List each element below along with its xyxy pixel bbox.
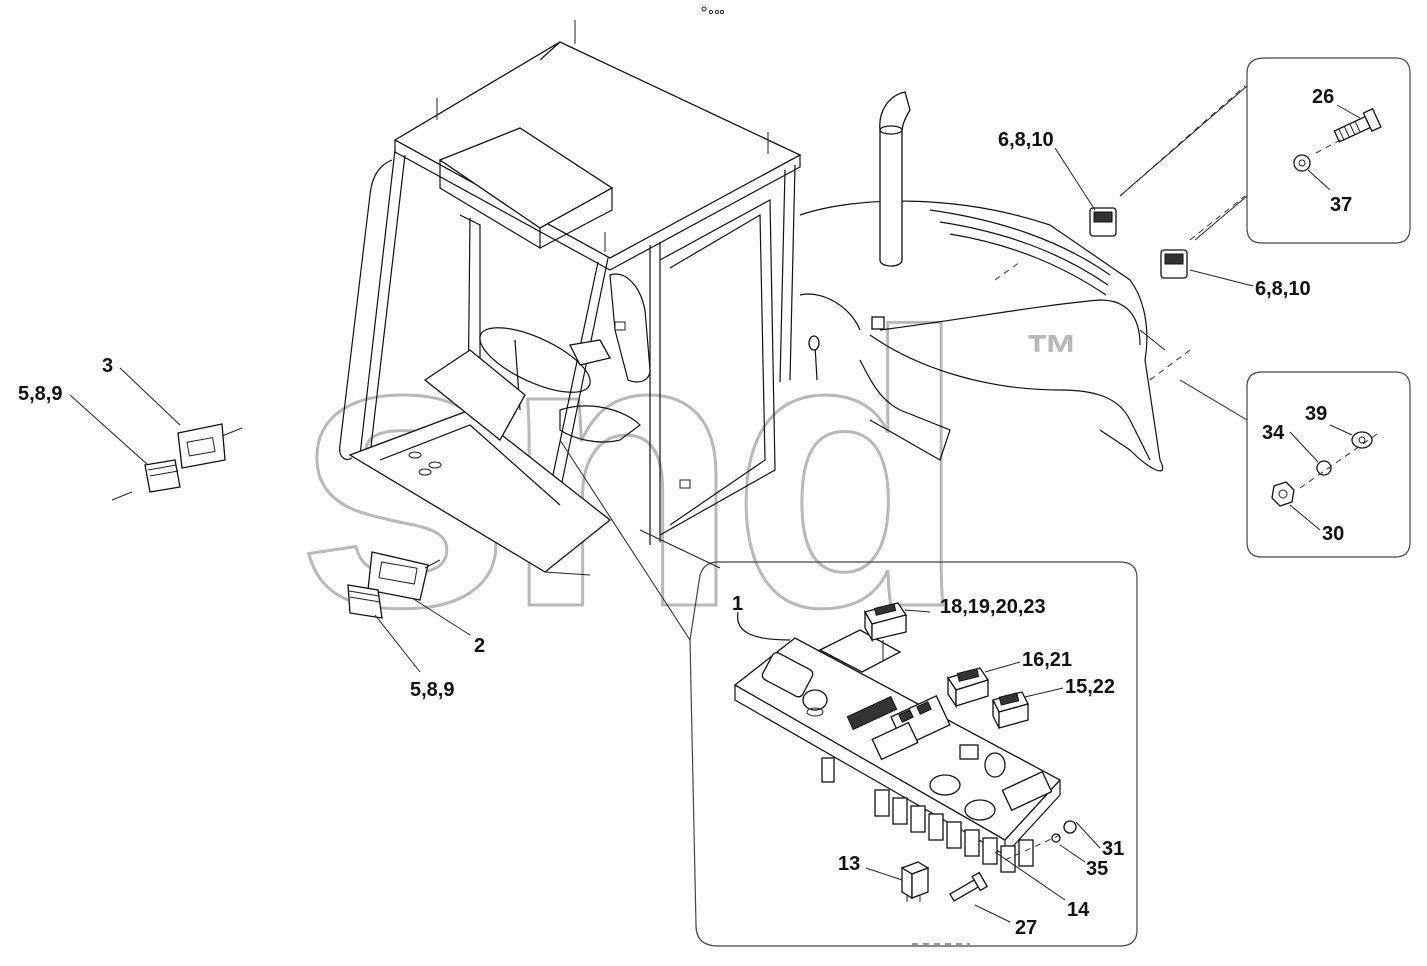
leader-lines <box>69 147 1254 673</box>
top-marks <box>701 6 725 15</box>
switch-16-21 <box>946 667 990 709</box>
label-14: 14 <box>1067 899 1090 921</box>
watermark-tm: ™ <box>1025 324 1079 384</box>
label-34: 34 <box>1262 422 1285 444</box>
label-37: 37 <box>1330 194 1352 216</box>
label-6-8-10-right: 6,8,10 <box>1255 278 1311 300</box>
label-2: 2 <box>474 635 485 657</box>
label-30: 30 <box>1322 523 1344 545</box>
label-35: 35 <box>1086 858 1108 880</box>
switch-18-19-20-23 <box>864 602 908 660</box>
screw-27 <box>949 871 989 902</box>
label-39: 39 <box>1305 403 1327 425</box>
relay-13 <box>900 861 930 902</box>
fuse-block <box>874 789 1034 873</box>
label-5-8-9-left: 5,8,9 <box>18 383 62 405</box>
label-13: 13 <box>838 853 860 875</box>
label-15-22: 15,22 <box>1065 676 1115 698</box>
switch-15-22 <box>992 691 1029 729</box>
left-lamp-group <box>111 423 243 501</box>
part-number-labels: 1 2 3 5,8,9 5,8,9 6,8,10 6,8,10 13 14 15… <box>18 86 1352 939</box>
mid-lamp-group <box>347 551 441 619</box>
engine-hood <box>799 91 1164 472</box>
label-1: 1 <box>732 593 743 615</box>
detail-callout-nuts <box>1179 371 1411 558</box>
label-18-19-20-23: 18,19,20,23 <box>940 596 1046 618</box>
detail-callout-dashboard <box>559 439 1138 947</box>
label-26: 26 <box>1312 86 1334 108</box>
label-6-8-10-top: 6,8,10 <box>998 129 1054 151</box>
label-16-21: 16,21 <box>1022 649 1072 671</box>
label-5-8-9-bottom: 5,8,9 <box>410 679 454 701</box>
detail-callout-bolt <box>1119 57 1411 244</box>
label-31: 31 <box>1102 838 1124 860</box>
label-3: 3 <box>102 355 113 377</box>
cab-frame <box>339 20 820 576</box>
label-27: 27 <box>1015 917 1037 939</box>
